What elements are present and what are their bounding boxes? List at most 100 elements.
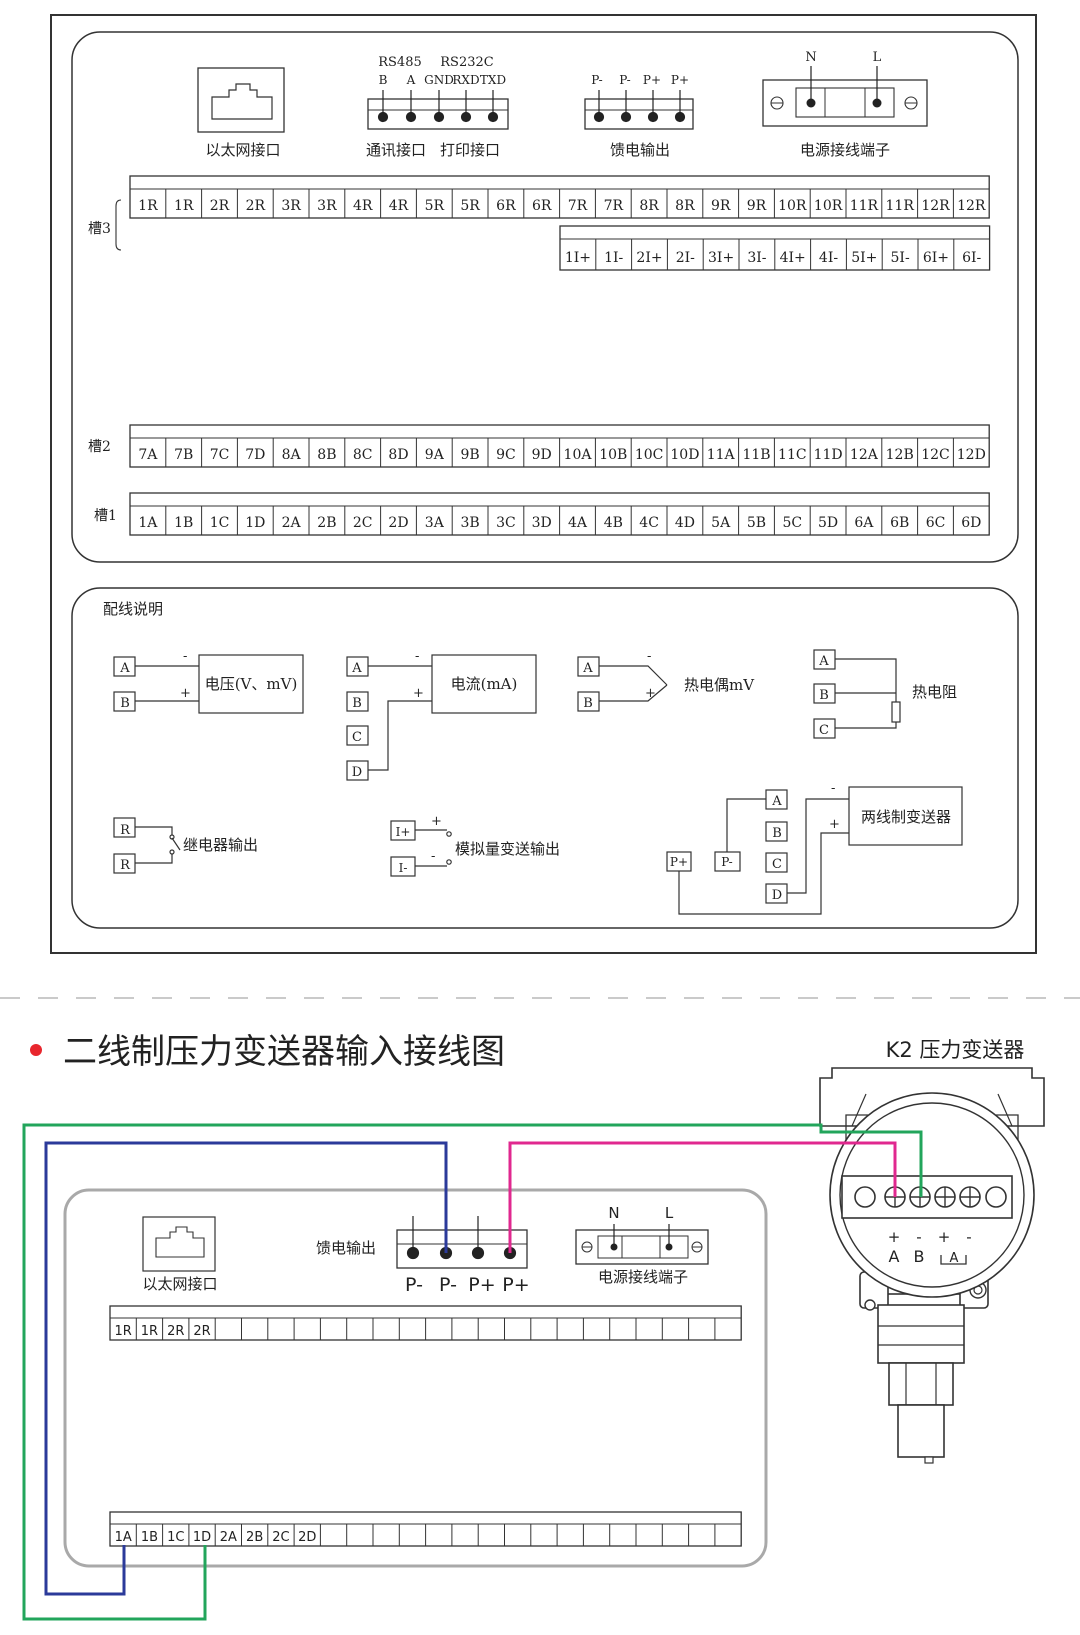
pin-dot bbox=[406, 1246, 420, 1260]
terminal-label: 5I- bbox=[891, 250, 910, 266]
terminal-label: 5B bbox=[747, 515, 766, 531]
transmitter-nut bbox=[888, 1362, 954, 1406]
terminal-label: 4I+ bbox=[780, 250, 806, 266]
terminal-label: 8R bbox=[639, 198, 659, 214]
thermocouple-label: 热电偶mV bbox=[684, 676, 755, 694]
housing-edge bbox=[851, 1093, 867, 1127]
terminal-label: 8C bbox=[353, 447, 373, 463]
terminal-label: 8A bbox=[282, 447, 302, 463]
wire bbox=[726, 798, 766, 852]
pin-dot bbox=[593, 111, 605, 123]
comm-label: 通讯接口 bbox=[366, 141, 426, 159]
terminal-label: 5C bbox=[782, 515, 802, 531]
terminal-label: B bbox=[772, 826, 782, 841]
terminal-label: 4D bbox=[675, 515, 695, 531]
feed-pin-label: P- bbox=[619, 73, 630, 87]
device-sign: - bbox=[966, 1228, 971, 1246]
slot3-label: 槽3 bbox=[88, 221, 111, 237]
power-pin-label: L bbox=[873, 50, 882, 65]
terminal-label: 12R bbox=[921, 198, 950, 214]
terminal-box bbox=[765, 821, 788, 842]
terminal-label: 11B bbox=[742, 447, 770, 463]
terminal-screw bbox=[854, 1186, 876, 1208]
terminal-label: 1A bbox=[115, 1530, 132, 1545]
terminal-label: 5R bbox=[460, 198, 480, 214]
pin-dot bbox=[647, 111, 659, 123]
terminal-label: C bbox=[772, 857, 782, 872]
terminal-label: 2B bbox=[246, 1530, 263, 1545]
terminal-label: 7R bbox=[604, 198, 624, 214]
pressure-transmitter bbox=[819, 1067, 1045, 1464]
terminal-label: 10D bbox=[670, 447, 699, 463]
wire bbox=[835, 658, 897, 702]
output-dot bbox=[446, 859, 452, 865]
terminal-label: 9R bbox=[711, 198, 731, 214]
terminal-label: 6I- bbox=[962, 250, 981, 266]
pin-dot bbox=[460, 111, 472, 123]
current-wiring bbox=[346, 654, 537, 781]
terminal-label: 1R bbox=[141, 1324, 158, 1339]
wire bbox=[599, 665, 668, 686]
pin-dot bbox=[471, 1246, 485, 1260]
terminal-label: 9A bbox=[425, 447, 445, 463]
device-label: K2 压力变送器 bbox=[886, 1038, 1025, 1062]
plus-sign: + bbox=[413, 686, 424, 701]
terminal-label: 1D bbox=[193, 1530, 211, 1545]
terminal-label: 6B bbox=[890, 515, 909, 531]
terminal-label: 5A bbox=[711, 515, 731, 531]
pin-dot bbox=[665, 1243, 673, 1251]
terminal-label: 12A bbox=[850, 447, 879, 463]
minus-sign: - bbox=[647, 649, 651, 664]
terminal-label: A bbox=[818, 654, 829, 669]
terminal-box bbox=[765, 852, 788, 873]
terminal-label: 12D bbox=[957, 447, 986, 463]
terminal-label: 3I+ bbox=[708, 250, 734, 266]
terminal-label: 7A bbox=[138, 447, 158, 463]
power-terminal-inner bbox=[597, 1235, 689, 1259]
terminal-label: 3R bbox=[317, 198, 337, 214]
terminal-label: 7R bbox=[568, 198, 588, 214]
feed-pins bbox=[593, 90, 686, 123]
relay-contact bbox=[171, 837, 181, 851]
plus-sign: + bbox=[645, 686, 656, 701]
terminal-label: D bbox=[352, 765, 362, 780]
wire bbox=[835, 722, 897, 729]
output-dot bbox=[446, 831, 452, 837]
meter-bracket bbox=[940, 1255, 967, 1265]
device-sign: + bbox=[888, 1228, 901, 1246]
slot2-label: 槽2 bbox=[88, 439, 111, 455]
comm-connector: RS485 RS232C B A GND RXD TXD 通讯接口 打印接口 bbox=[366, 55, 509, 159]
terminal-label: 1C bbox=[210, 515, 230, 531]
terminal-label: 11R bbox=[850, 198, 879, 214]
device-box bbox=[198, 654, 304, 714]
terminal-label: 1B bbox=[174, 515, 193, 531]
terminal-label: 12R bbox=[957, 198, 986, 214]
slot3-bracket bbox=[115, 199, 122, 251]
slot3-terminal-row-2: 1I+1I-2I+2I-3I+3I-4I+4I-5I+5I-6I+6I- bbox=[559, 225, 991, 271]
terminal-label: B bbox=[819, 688, 829, 703]
terminal-box bbox=[346, 725, 369, 746]
terminal-label: 2R bbox=[167, 1324, 184, 1339]
terminal-label: B bbox=[352, 696, 362, 711]
terminal-label: 7C bbox=[210, 447, 230, 463]
housing-edge bbox=[997, 1093, 1013, 1127]
rs485-title: RS485 bbox=[378, 55, 422, 70]
ethernet-port-icon bbox=[155, 1226, 205, 1258]
terminal-label: B bbox=[120, 696, 130, 711]
terminal-label: 5D bbox=[818, 515, 838, 531]
pin-dot bbox=[487, 111, 499, 123]
voltage-wiring bbox=[113, 654, 304, 714]
terminal-label: 4A bbox=[568, 515, 588, 531]
terminal-label: 2R bbox=[193, 1324, 210, 1339]
wire bbox=[787, 798, 849, 894]
feed-pin-label: P+ bbox=[468, 1274, 495, 1296]
terminal-label: 4R bbox=[389, 198, 409, 214]
wire bbox=[599, 684, 668, 702]
pin-dot bbox=[674, 111, 686, 123]
feed-terminal-block bbox=[396, 1229, 528, 1269]
ethernet-label: 以太网接口 bbox=[142, 1275, 217, 1293]
terminal-label: 10B bbox=[599, 447, 627, 463]
